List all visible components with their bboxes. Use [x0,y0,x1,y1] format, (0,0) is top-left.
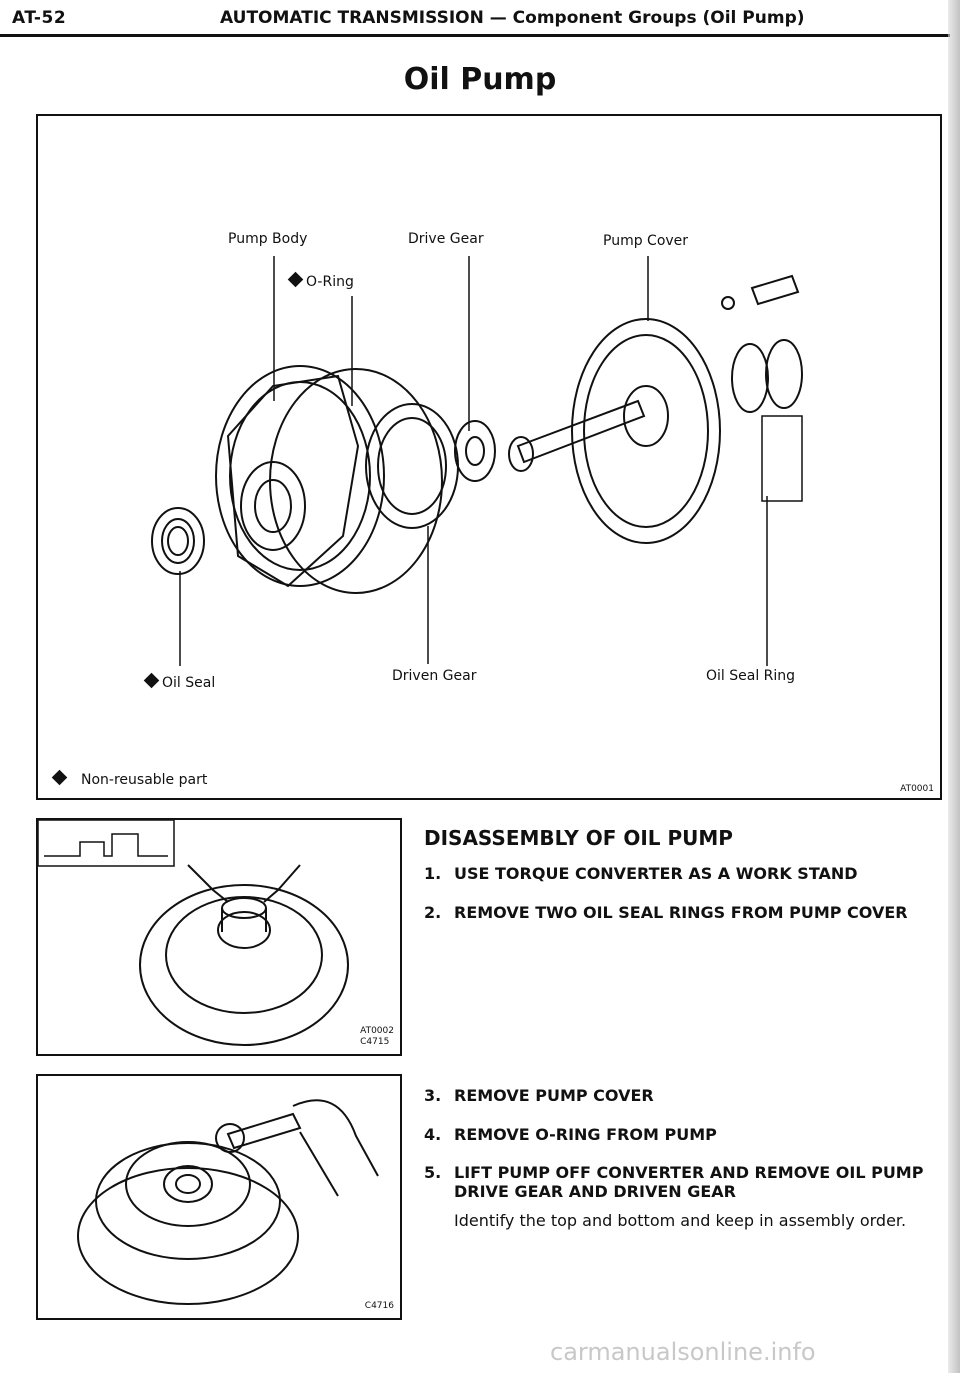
label-pump-cover: Pump Cover [603,233,689,249]
figure-code: C4715 [360,1037,390,1047]
step-number: 3. [424,1086,442,1105]
step-5-note: Identify the top and bottom and keep in … [454,1211,907,1230]
step-text: REMOVE O-RING FROM PUMP [454,1125,717,1144]
figure-remove-pump-cover: C4716 [36,1074,402,1320]
oil-pump-exploded-drawing [151,256,803,666]
step-2: 2. REMOVE TWO OIL SEAL RINGS FROM PUMP CO… [424,903,908,922]
step-1: 1. USE TORQUE CONVERTER AS A WORK STAND [424,864,858,883]
non-reusable-diamond-icon [143,672,160,689]
step-text: REMOVE PUMP COVER [454,1086,654,1105]
header-rule [0,34,950,37]
label-pump-body: Pump Body [228,231,308,247]
page-title: Oil Pump [403,62,557,97]
running-title: AUTOMATIC TRANSMISSION — Component Group… [220,8,805,28]
watermark: carmanualsonline.info [550,1338,816,1366]
step-text: LIFT PUMP OFF CONVERTER AND REMOVE OIL P… [454,1163,924,1201]
figure-remove-seal-rings: AT0002 C4715 [36,818,402,1056]
non-reusable-diamond-icon [51,769,68,786]
non-reusable-diamond-icon [287,271,304,288]
section-title: DISASSEMBLY OF OIL PUMP [424,826,733,850]
remove-seal-rings-drawing [38,820,349,1046]
step-number: 4. [424,1125,442,1144]
exploded-view-figure: Pump Body O-Ring Drive Gear Pump Cover O… [36,114,942,800]
step-text: USE TORQUE CONVERTER AS A WORK STAND [454,864,858,883]
step-3: 3. REMOVE PUMP COVER [424,1086,654,1105]
legend: Non-reusable part [51,769,207,788]
step-number: 2. [424,903,442,922]
figure-code-block: AT0002 C4715 [360,1026,394,1048]
label-o-ring: O-Ring [287,271,354,290]
remove-pump-cover-drawing [77,1099,379,1305]
figure-code: C4716 [364,1301,394,1311]
step-text: REMOVE TWO OIL SEAL RINGS FROM PUMP COVE… [454,903,908,922]
label-driven-gear: Driven Gear [392,668,477,684]
page-number: AT-52 [12,8,67,28]
step-number: 5. [424,1163,442,1182]
figure-code: AT0001 [900,784,934,794]
label-drive-gear: Drive Gear [408,231,484,247]
step-number: 1. [424,864,442,883]
step-4: 4. REMOVE O-RING FROM PUMP [424,1125,717,1144]
label-oil-seal-ring: Oil Seal Ring [706,668,796,684]
figure-code: AT0002 [360,1026,394,1036]
step-5: 5. LIFT PUMP OFF CONVERTER AND REMOVE OIL… [424,1163,934,1201]
scan-margin [948,0,960,1373]
label-oil-seal: Oil Seal [143,672,215,691]
